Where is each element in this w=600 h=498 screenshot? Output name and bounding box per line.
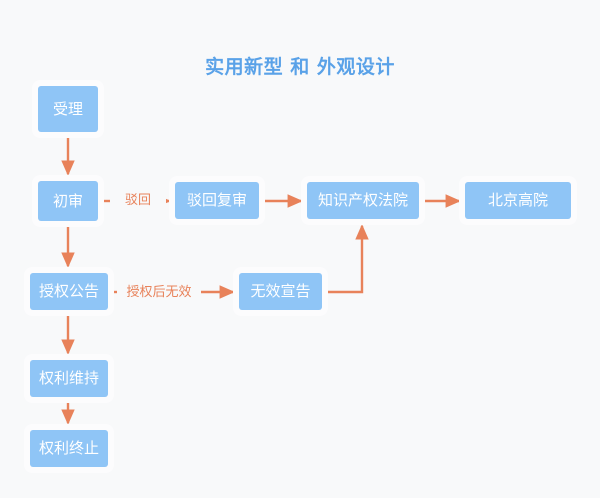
node-label: 知识产权法院 bbox=[317, 191, 408, 209]
node-wuxiaoxuangao[interactable]: 无效宣告 bbox=[239, 273, 322, 310]
page-title: 实用新型 和 外观设计 bbox=[205, 56, 395, 78]
edge-label-shouquanhouwuxiao: 授权后无效 bbox=[117, 285, 201, 300]
node-label: 无效宣告 bbox=[250, 282, 311, 300]
node-shouquangonggao[interactable]: 授权公告 bbox=[30, 273, 108, 310]
node-shouli[interactable]: 受理 bbox=[38, 86, 98, 132]
node-zhishichanquanfayuan[interactable]: 知识产权法院 bbox=[307, 182, 419, 219]
node-label: 北京高院 bbox=[487, 191, 548, 209]
node-chushen[interactable]: 初审 bbox=[38, 181, 98, 221]
edge-label-bohui: 驳回 bbox=[110, 193, 166, 208]
node-label: 权利维持 bbox=[38, 369, 99, 387]
node-label: 权利终止 bbox=[38, 439, 99, 457]
node-quanliweichi[interactable]: 权利维持 bbox=[30, 360, 108, 397]
node-quanlizhongzhi[interactable]: 权利终止 bbox=[30, 430, 108, 467]
node-label: 初审 bbox=[52, 191, 83, 210]
node-label: 授权公告 bbox=[38, 282, 99, 300]
node-label: 受理 bbox=[52, 99, 83, 118]
edge-wuxiaoxuangao-zscqfayuan bbox=[328, 224, 369, 294]
node-label: 驳回复审 bbox=[186, 191, 247, 209]
node-bohuifushen[interactable]: 驳回复审 bbox=[175, 182, 259, 219]
node-beijinggaoyuan[interactable]: 北京高院 bbox=[465, 182, 571, 219]
